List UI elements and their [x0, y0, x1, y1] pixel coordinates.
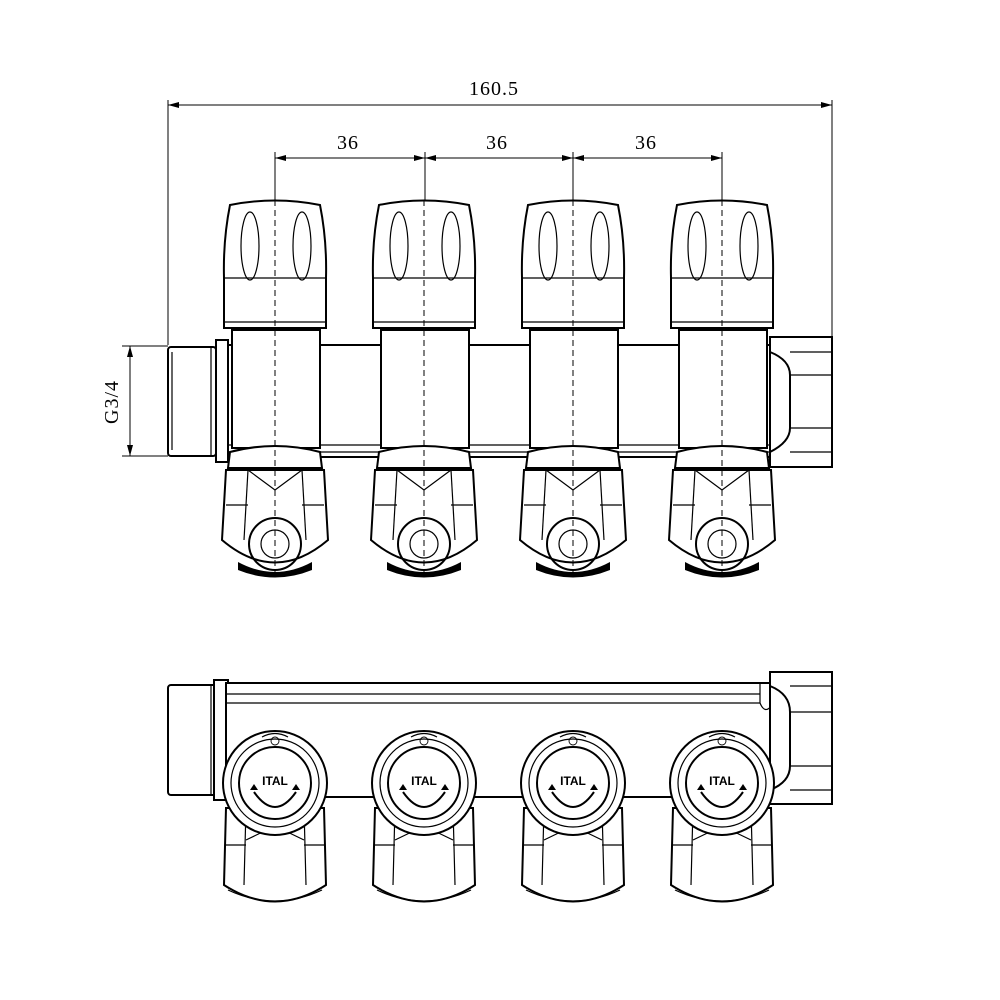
valve-top: ITAL: [222, 730, 328, 903]
valve-top-2: [371, 730, 477, 903]
spacing-label-3: 36: [635, 132, 657, 154]
dimension-spacing: 36 36 36: [274, 132, 723, 200]
spacing-label-2: 36: [486, 132, 508, 154]
inlet-male-thread: [167, 339, 229, 463]
spacing-label-1: 36: [337, 132, 359, 154]
top-inlet-thread: [167, 679, 229, 801]
dimension-overall: 160.5: [167, 78, 833, 345]
valve-top-3: [520, 730, 626, 903]
valve-front: [220, 199, 330, 578]
thread-label: G3/4: [101, 380, 123, 424]
valve-brand-label: ITAL: [262, 774, 288, 788]
valve-top-4: [669, 730, 775, 903]
top-view: ITAL: [167, 671, 833, 903]
dimension-thread: G3/4: [101, 345, 168, 457]
overall-width-label: 160.5: [469, 78, 519, 100]
front-view: [167, 199, 833, 579]
outlet-female-hex: [769, 336, 833, 468]
valve-front-3: [519, 199, 627, 579]
top-outlet-hex: [769, 671, 833, 805]
valve-front-2: [370, 199, 478, 579]
valve-front-4: [668, 199, 776, 579]
